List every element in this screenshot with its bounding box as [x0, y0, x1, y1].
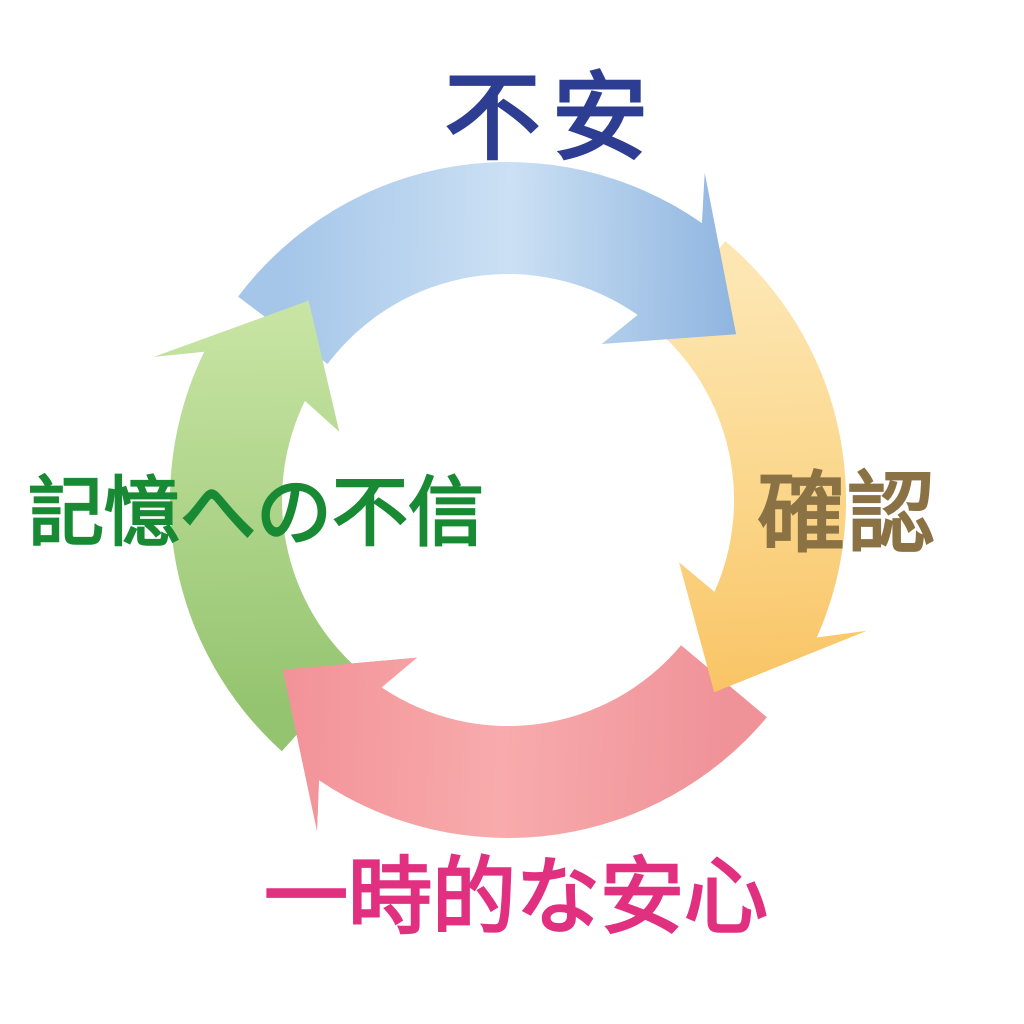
- label-memory-distrust: 記憶への不信: [28, 468, 484, 557]
- memory-distrust-arrow: [153, 300, 357, 752]
- anxiety-arrow: [238, 161, 737, 364]
- label-anxiety: 不安: [444, 62, 660, 174]
- label-temporary-relief: 一時的な安心: [263, 848, 769, 946]
- temporary-relief-arrow: [282, 645, 767, 838]
- checking-arrow: [653, 241, 867, 693]
- temporary-relief-arrow-head: [282, 657, 417, 831]
- label-checking: 確認: [757, 462, 937, 565]
